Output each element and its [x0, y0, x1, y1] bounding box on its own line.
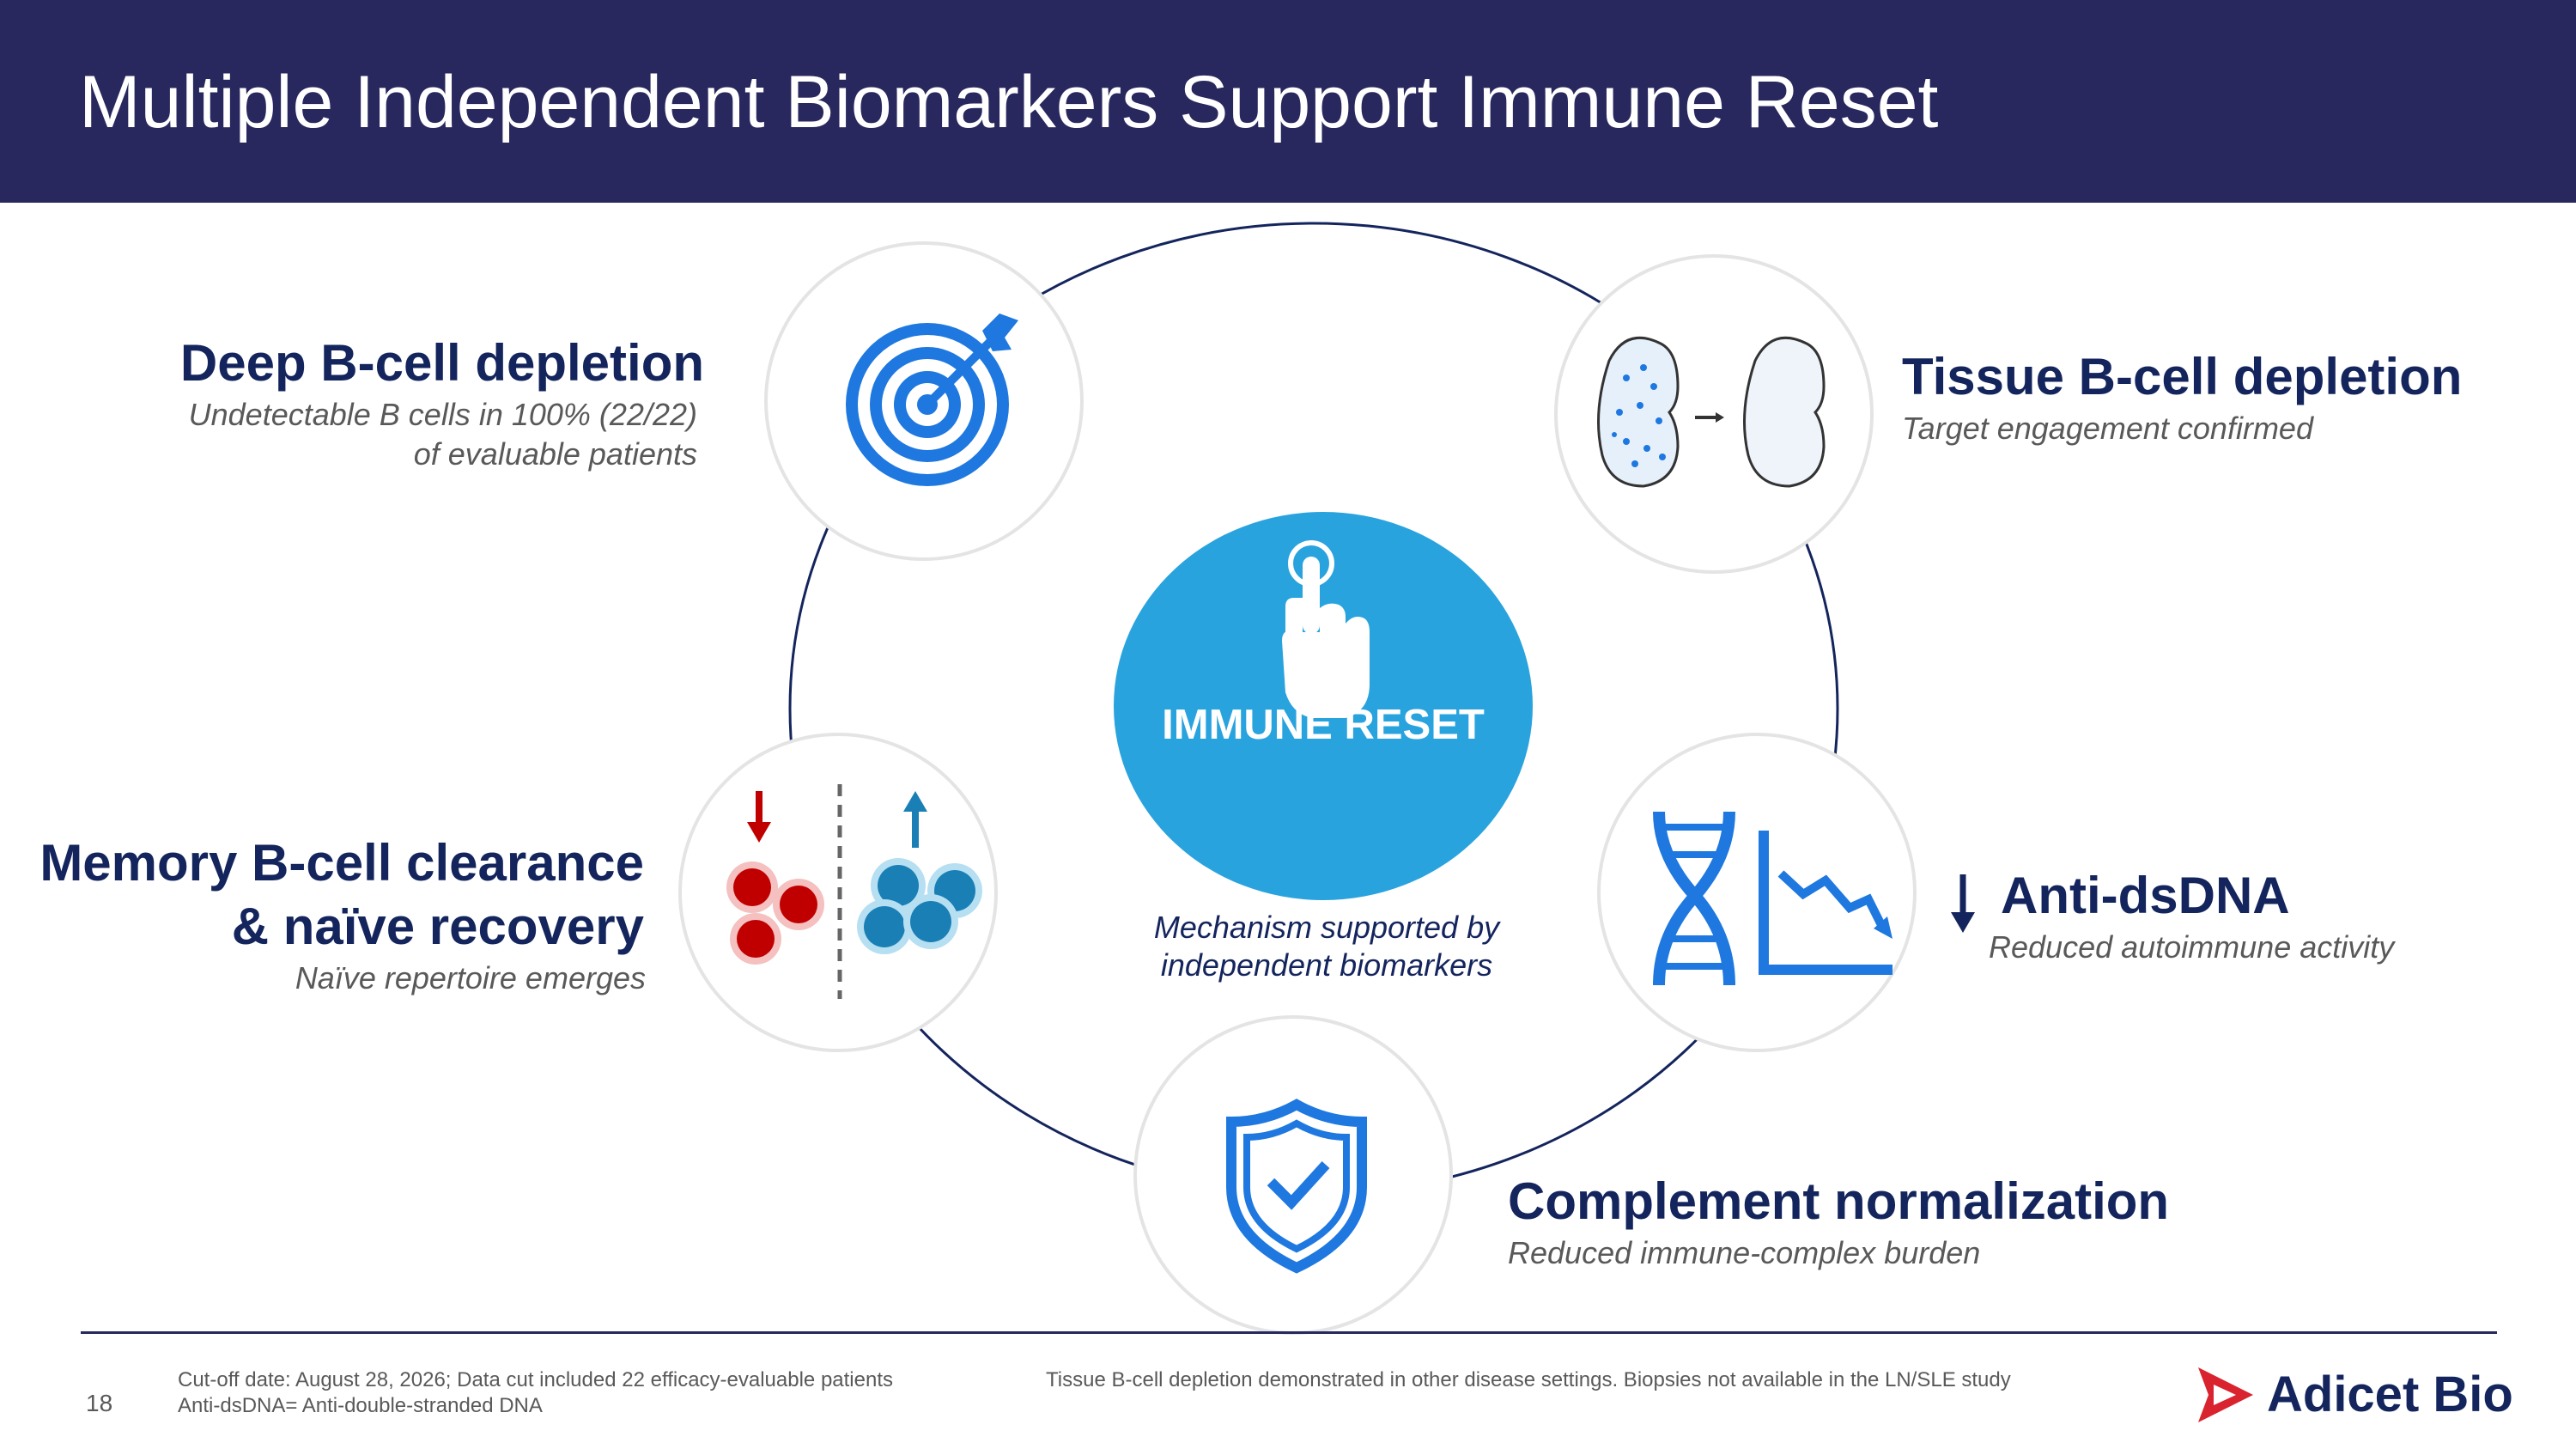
anti-dsdna-bubble — [1597, 733, 1917, 1052]
tissue-depletion-bubble — [1554, 254, 1874, 574]
anti-dsdna-title: Anti-dsDNA — [2001, 867, 2290, 924]
anti-dsdna-sub: Reduced autoimmune activity — [1989, 929, 2395, 965]
footnote-tissue: Tissue B-cell depletion demonstrated in … — [1046, 1368, 2011, 1391]
deep-depletion-title: Deep B-cell depletion — [179, 334, 704, 392]
down-arrow-icon — [1951, 874, 1975, 933]
header-bar: Multiple Independent Biomarkers Support … — [0, 0, 2576, 203]
deep-depletion-bubble — [764, 241, 1084, 561]
center-caption-line1: Mechanism supported by — [1153, 910, 1500, 945]
complement-title: Complement normalization — [1508, 1172, 2170, 1230]
dna-chart-icon — [1653, 811, 1893, 986]
tissue-depletion-title: Tissue B-cell depletion — [1902, 348, 2463, 405]
memory-clearance-title1: Memory B-cell clearance — [39, 834, 644, 892]
immune-reset-label: IMMUNE RESET — [1162, 702, 1485, 748]
center-caption: Mechanism supported by independent bioma… — [1069, 909, 1584, 984]
touch-hand-icon — [1282, 540, 1370, 718]
cells-icon — [726, 784, 982, 999]
company-logo: Adicet Bio — [2267, 1367, 2513, 1422]
deep-depletion-sub2: of evaluable patients — [413, 436, 697, 472]
complement-bubble — [1133, 1015, 1453, 1335]
logo-mark-icon — [2198, 1367, 2253, 1422]
tissue-depletion-sub: Target engagement confirmed — [1902, 411, 2313, 446]
kidney-icon — [1597, 336, 1826, 488]
footer-rule — [81, 1331, 2497, 1334]
memory-clearance-sub: Naïve repertoire emerges — [295, 960, 646, 995]
memory-clearance-title2: & naïve recovery — [231, 898, 644, 955]
deep-depletion-sub1: Undetectable B cells in 100% (22/22) — [188, 397, 697, 432]
memory-clearance-bubble — [678, 733, 998, 1052]
page-number: 18 — [86, 1390, 113, 1416]
center-caption-line2: independent biomarkers — [1160, 947, 1493, 983]
footnote-cutoff: Cut-off date: August 28, 2026; Data cut … — [178, 1368, 894, 1391]
shield-check-icon — [1226, 1099, 1367, 1274]
footnote-abbrev: Anti-dsDNA= Anti-double-stranded DNA — [178, 1394, 543, 1417]
immune-reset-circle: IMMUNE RESET — [1114, 512, 1533, 900]
complement-sub: Reduced immune-complex burden — [1508, 1235, 1981, 1270]
target-icon — [846, 314, 1018, 486]
page-title: Multiple Independent Biomarkers Support … — [79, 61, 1939, 143]
